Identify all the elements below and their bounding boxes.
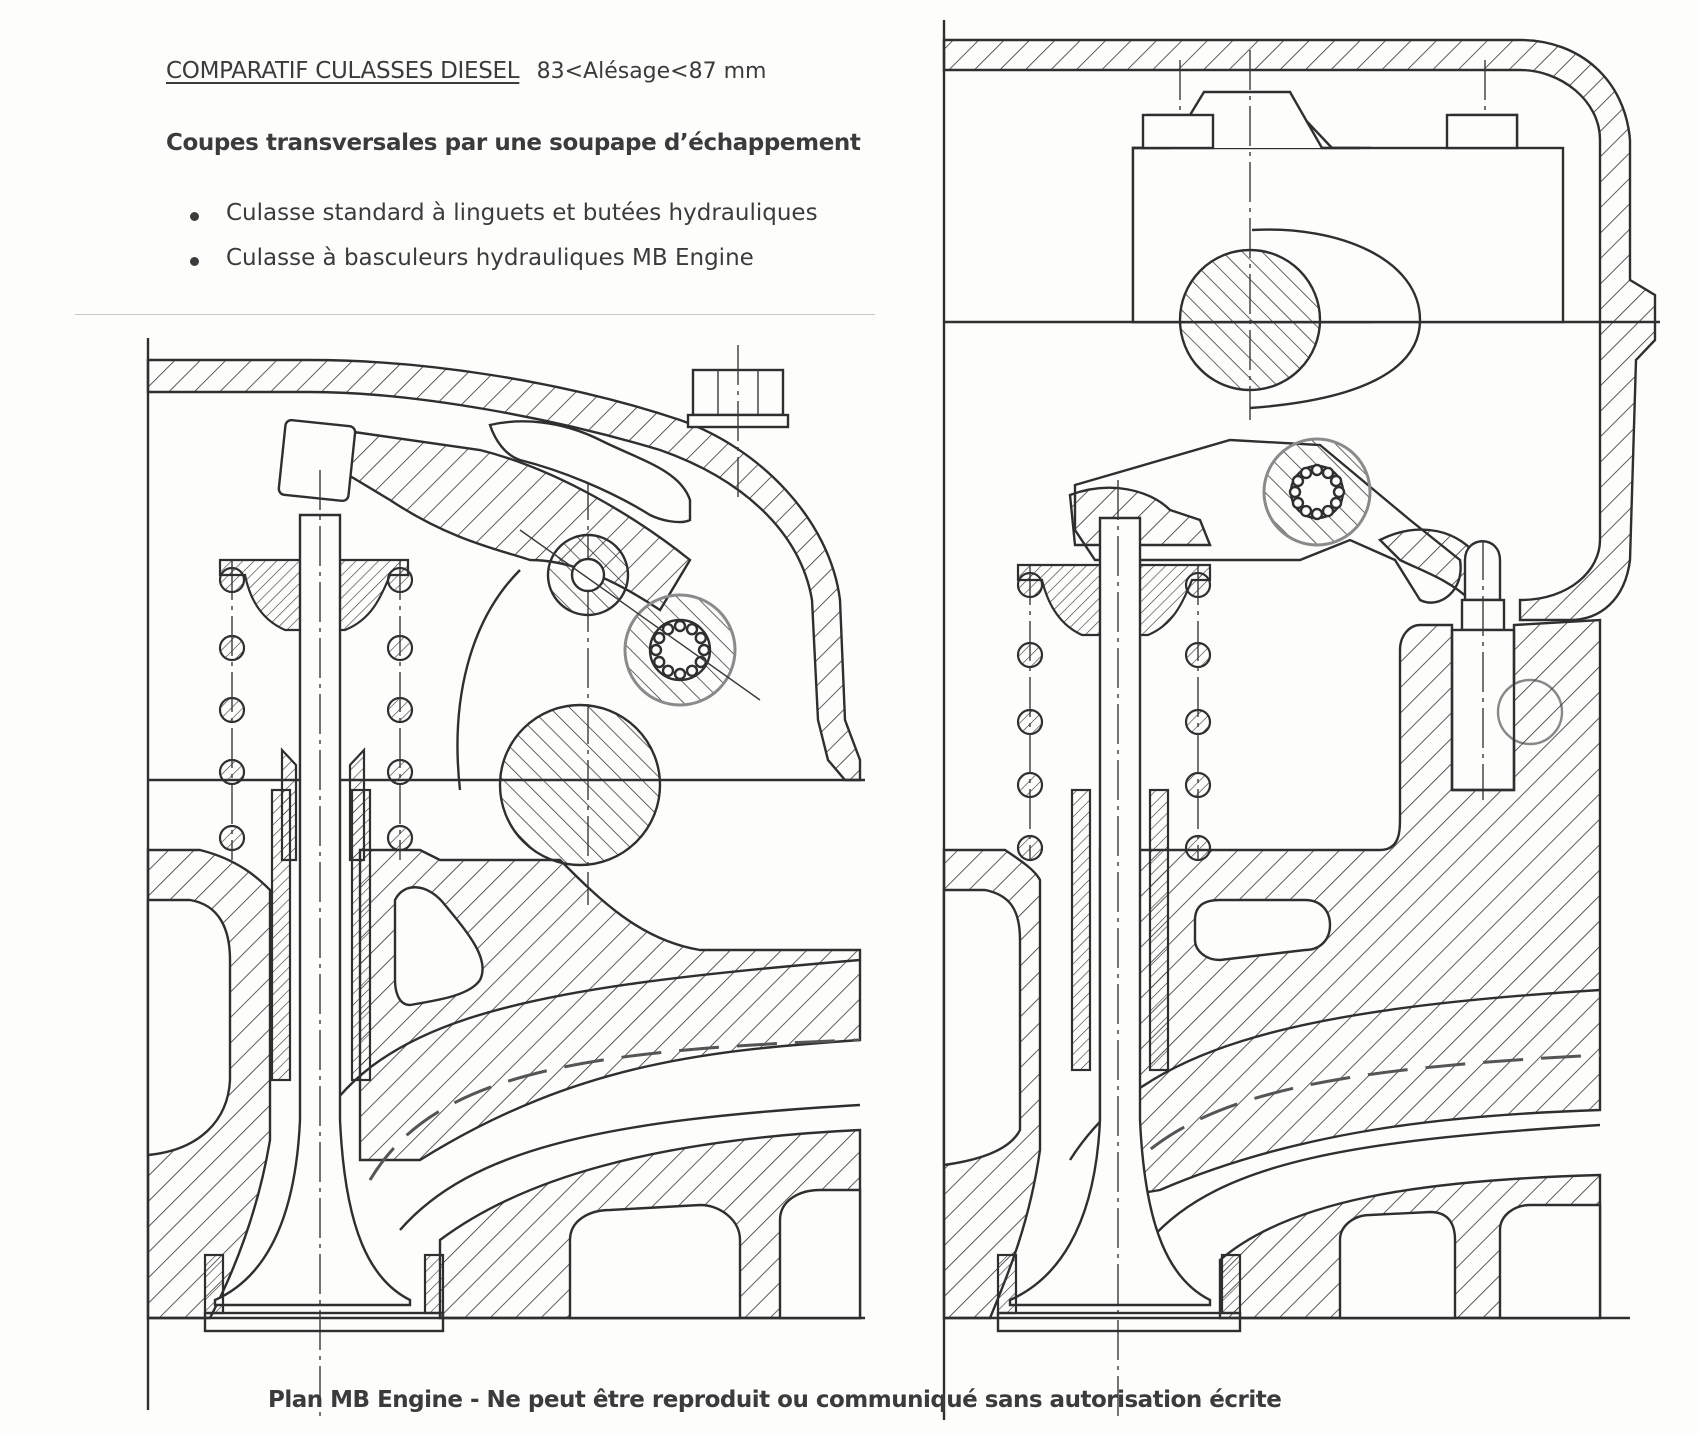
bullet-list: Culasse standard à linguets et butées hy… (186, 200, 818, 290)
bullet-item: Culasse standard à linguets et butées hy… (186, 200, 818, 245)
right-needle-bearing (1288, 463, 1346, 521)
right-cam-cover (942, 38, 1657, 622)
needle-roller (661, 664, 675, 677)
needle-roller (694, 631, 707, 645)
left-rocker-axis (519, 529, 761, 701)
right-cam-lobe (1249, 228, 1422, 410)
needle-roller (1321, 504, 1335, 518)
needle-roller (1310, 507, 1324, 521)
document-subtitle: Coupes transversales par une soupape d’é… (166, 130, 861, 156)
right-valve-guide-2 (1148, 788, 1170, 1072)
needle-roller (697, 643, 711, 657)
left-camshaft (498, 703, 662, 867)
mb-engine-cylinder-head-section (942, 20, 1660, 1420)
needle-roller (1332, 485, 1346, 499)
needle-roller (1299, 504, 1313, 518)
right-exhaust-port-lower (1149, 1123, 1601, 1241)
needle-roller (1299, 466, 1313, 480)
needle-roller (1291, 474, 1305, 488)
right-lower-core-2 (1498, 1203, 1602, 1320)
needle-roller (649, 643, 663, 657)
left-coolant-core (146, 898, 232, 1157)
left-port-centerline (368, 1038, 861, 1181)
left-lower-core-2 (778, 1188, 862, 1320)
right-port-centerline (1108, 1053, 1601, 1191)
bullet-icon (190, 212, 199, 221)
left-exhaust-port-lower (399, 1103, 861, 1231)
needle-roller (685, 623, 699, 636)
right-lower-core-1 (1338, 1210, 1457, 1320)
document-heading: COMPARATIF CULASSES DIESEL 83<Alésage<87… (166, 58, 766, 84)
right-valve-seat (996, 1253, 1018, 1315)
left-valve-seat-2 (423, 1253, 445, 1315)
needle-roller (685, 664, 699, 677)
left-needle-bearing (649, 619, 711, 681)
standard-cylinder-head-section (146, 338, 865, 1420)
bullet-item: Culasse à basculeurs hydrauliques MB Eng… (186, 245, 818, 290)
needle-roller (1321, 466, 1335, 480)
left-valve-seat (203, 1253, 225, 1315)
bolt-head-icon (1445, 113, 1519, 150)
left-valve-guide-2 (350, 788, 372, 1082)
left-follower-window (488, 420, 692, 524)
right-valve-head (996, 1311, 1242, 1333)
scan-separator-line (75, 314, 875, 315)
needle-roller (1310, 463, 1324, 477)
right-valve-seat-2 (1220, 1253, 1242, 1315)
bolt-head-icon (1141, 113, 1215, 150)
needle-roller (653, 655, 666, 669)
needle-roller (653, 631, 666, 645)
right-head-casting (1098, 618, 1602, 1202)
left-cam-bearing (456, 569, 521, 791)
document-title: COMPARATIF CULASSES DIESEL (166, 58, 520, 84)
needle-roller (1291, 496, 1305, 510)
left-cover-bolt (686, 345, 790, 500)
copyright-footer: Plan MB Engine - Ne peut être reproduit … (268, 1387, 1282, 1413)
needle-roller (1329, 474, 1343, 488)
left-exhaust-valve (213, 513, 412, 1307)
left-lower-core-1 (568, 1203, 742, 1320)
right-valve-guide (1070, 788, 1092, 1072)
needle-roller (1329, 496, 1343, 510)
needle-roller (673, 667, 687, 681)
needle-roller (673, 619, 687, 633)
needle-roller (1288, 485, 1302, 499)
left-cam-cover (146, 358, 862, 782)
left-valve-guide (270, 788, 292, 1082)
bore-range: 83<Alésage<87 mm (536, 59, 767, 84)
left-follower-pad (277, 418, 357, 503)
left-valve-head (203, 1311, 445, 1333)
left-oil-gallery (393, 886, 484, 1007)
right-coolant-core (942, 888, 1022, 1167)
right-exhaust-valve (1008, 516, 1212, 1307)
bullet-icon (190, 257, 199, 266)
right-oil-gallery-core (1193, 898, 1332, 962)
